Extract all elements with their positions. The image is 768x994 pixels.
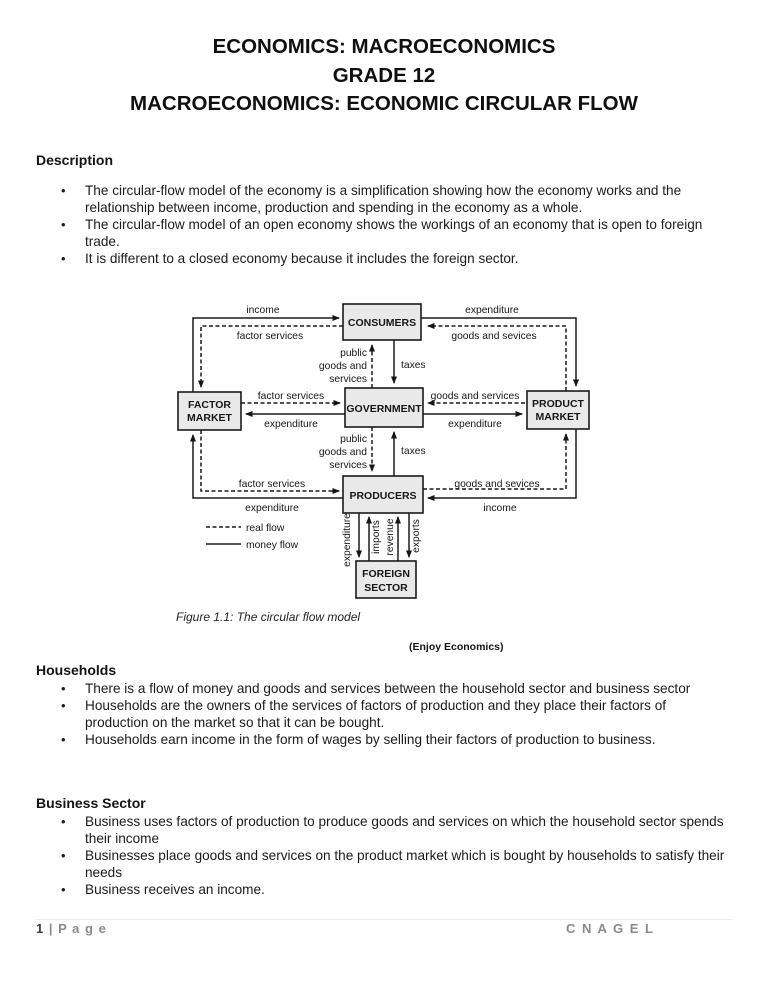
bullet-text: Businesses place goods and services on t… [85, 848, 725, 880]
box-label-factor-market-2: MARKET [187, 412, 232, 424]
flow-label-goods-sevices-bottom: goods and sevices [454, 479, 539, 490]
flow-arrow-factor-services-top [198, 325, 343, 388]
list-item: • The circular-flow model of the economy… [61, 182, 736, 216]
box-consumers [342, 303, 422, 341]
bullet-text: The circular-flow model of an open econo… [85, 217, 703, 249]
flow-label-expenditure-mid-left: expenditure [264, 419, 318, 430]
flow-label-exports: exports [411, 519, 422, 553]
bullet-text: Households are the owners of the service… [85, 698, 667, 730]
flow-arrow-income-top [192, 315, 340, 392]
list-item: • Households are the owners of the servi… [61, 697, 736, 731]
flow-label-income-top: income [246, 305, 279, 316]
flow-label-expenditure-bottom: expenditure [245, 503, 299, 514]
flow-arrow-expenditure-top [421, 317, 579, 387]
bullet-marker: • [61, 183, 66, 198]
bullet-text: It is different to a closed economy beca… [85, 251, 519, 266]
flow-label-factor-services-top: factor services [237, 331, 303, 342]
box-label-foreign-sector-2: SECTOR [364, 582, 408, 594]
footer-separator: | [48, 921, 54, 936]
list-item: • There is a flow of money and goods and… [61, 680, 736, 697]
business-sector-heading: Business Sector [36, 795, 146, 811]
list-item: • Business uses factors of production to… [61, 813, 736, 847]
flow-label-taxes-lower: taxes [401, 446, 426, 457]
figure-caption: Figure 1.1: The circular flow model [176, 610, 361, 624]
list-item: • Businesses place goods and services on… [61, 847, 736, 881]
title-line-1: ECONOMICS: MACROECONOMICS [212, 35, 556, 58]
flow-label-taxes-upper: taxes [401, 360, 426, 371]
document-title: ECONOMICS: MACROECONOMICS GRADE 12 MACRO… [0, 33, 768, 119]
author-footer: C N A G E L [566, 921, 655, 936]
bullet-marker: • [61, 251, 66, 266]
source-credit: (Enjoy Economics) [409, 641, 504, 653]
bullet-text: Households earn income in the form of wa… [85, 732, 656, 747]
flow-label-goods-services-mid: goods and services [431, 391, 520, 402]
flow-label-public-goods-lower-3: services [329, 460, 367, 471]
list-item: • Households earn income in the form of … [61, 731, 736, 748]
business-sector-bullets: • Business uses factors of production to… [61, 813, 736, 898]
legend-money-flow-label: money flow [246, 540, 299, 551]
description-heading: Description [36, 152, 114, 168]
flow-arrow-expenditure-bottom [190, 434, 343, 499]
bullet-text: The circular-flow model of the economy i… [85, 183, 682, 215]
box-label-producers: PRODUCERS [349, 490, 416, 502]
households-bullets: • There is a flow of money and goods and… [61, 680, 736, 748]
box-producers [342, 475, 424, 514]
box-label-consumers: CONSUMERS [348, 317, 416, 329]
title-line-3: MACROECONOMICS: ECONOMIC CIRCULAR FLOW [130, 92, 638, 115]
flow-arrow-factor-services-bottom [200, 430, 340, 494]
description-bullets: • The circular-flow model of the economy… [61, 182, 736, 267]
flow-label-public-goods-lower-2: goods and [319, 447, 367, 458]
flow-label-imports: imports [371, 520, 382, 554]
list-item: • It is different to a closed economy be… [61, 250, 736, 267]
list-item: • Business receives an income. [61, 881, 736, 898]
bullet-marker: • [61, 814, 66, 829]
bullet-marker: • [61, 698, 66, 713]
flow-label-income-bottom: income [483, 503, 516, 514]
page-number-footer: 1 | P a g e [36, 921, 107, 936]
legend-real-flow-label: real flow [246, 523, 285, 534]
footer-page-word: P a g e [58, 921, 107, 936]
flow-label-goods-sevices-top: goods and sevices [451, 331, 536, 342]
bullet-text: Business receives an income. [85, 882, 265, 897]
box-label-foreign-sector-1: FOREIGN [362, 568, 410, 580]
footer-divider [36, 919, 732, 920]
households-heading: Households [36, 662, 117, 678]
box-product-market [526, 390, 590, 430]
flow-label-public-goods-upper-1: public [340, 348, 367, 359]
bullet-marker: • [61, 848, 66, 863]
title-line-2: GRADE 12 [332, 63, 436, 87]
box-label-factor-market-1: FACTOR [188, 399, 231, 411]
bullet-text: There is a flow of money and goods and s… [85, 681, 691, 696]
flow-arrow-income-bottom [427, 429, 577, 501]
box-label-product-market-1: PRODUCT [532, 398, 585, 410]
flow-label-foreign-expenditure: expenditure [342, 513, 353, 567]
flow-label-factor-services-mid: factor services [258, 391, 324, 402]
bullet-marker: • [61, 217, 66, 232]
flow-label-public-goods-upper-3: services [329, 374, 367, 385]
flow-label-public-goods-lower-1: public [340, 434, 367, 445]
bullet-marker: • [61, 681, 66, 696]
flow-label-factor-services-bottom: factor services [239, 479, 305, 490]
flow-label-expenditure-top: expenditure [465, 305, 519, 316]
circular-flow-diagram: CONSUMERS FACTOR MARKET GOVERNMENT PRODU… [177, 303, 590, 599]
flow-label-revenue: revenue [385, 518, 396, 555]
box-label-government: GOVERNMENT [346, 403, 422, 415]
flow-label-public-goods-upper-2: goods and [319, 361, 367, 372]
bullet-text: Business uses factors of production to p… [85, 814, 724, 846]
box-foreign-sector [355, 560, 417, 599]
flow-label-expenditure-mid-right: expenditure [448, 419, 502, 430]
bullet-marker: • [61, 732, 66, 747]
flow-arrow-goods-sevices-bottom [423, 433, 569, 490]
page-number: 1 [36, 921, 45, 936]
bullet-marker: • [61, 882, 66, 897]
box-label-product-market-2: MARKET [536, 411, 581, 423]
flow-arrow-goods-sevices-top [427, 323, 567, 391]
box-government [344, 387, 424, 428]
box-factor-market [177, 391, 242, 431]
list-item: • The circular-flow model of an open eco… [61, 216, 736, 250]
